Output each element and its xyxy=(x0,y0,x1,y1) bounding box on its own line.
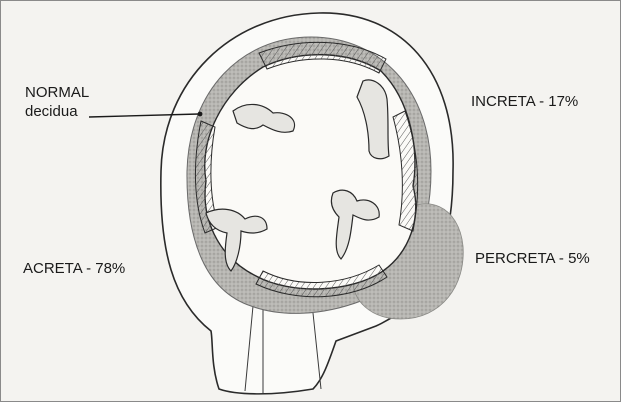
label-normal-line2: decidua xyxy=(25,102,89,121)
label-normal-decidua: NORMAL decidua xyxy=(25,83,89,121)
label-normal-line1: NORMAL xyxy=(25,83,89,102)
label-increta: INCRETA - 17% xyxy=(471,92,578,111)
label-acreta: ACRETA - 78% xyxy=(23,259,125,278)
label-percreta: PERCRETA - 5% xyxy=(475,249,590,268)
normal-decidua-leader-dot xyxy=(198,112,203,117)
